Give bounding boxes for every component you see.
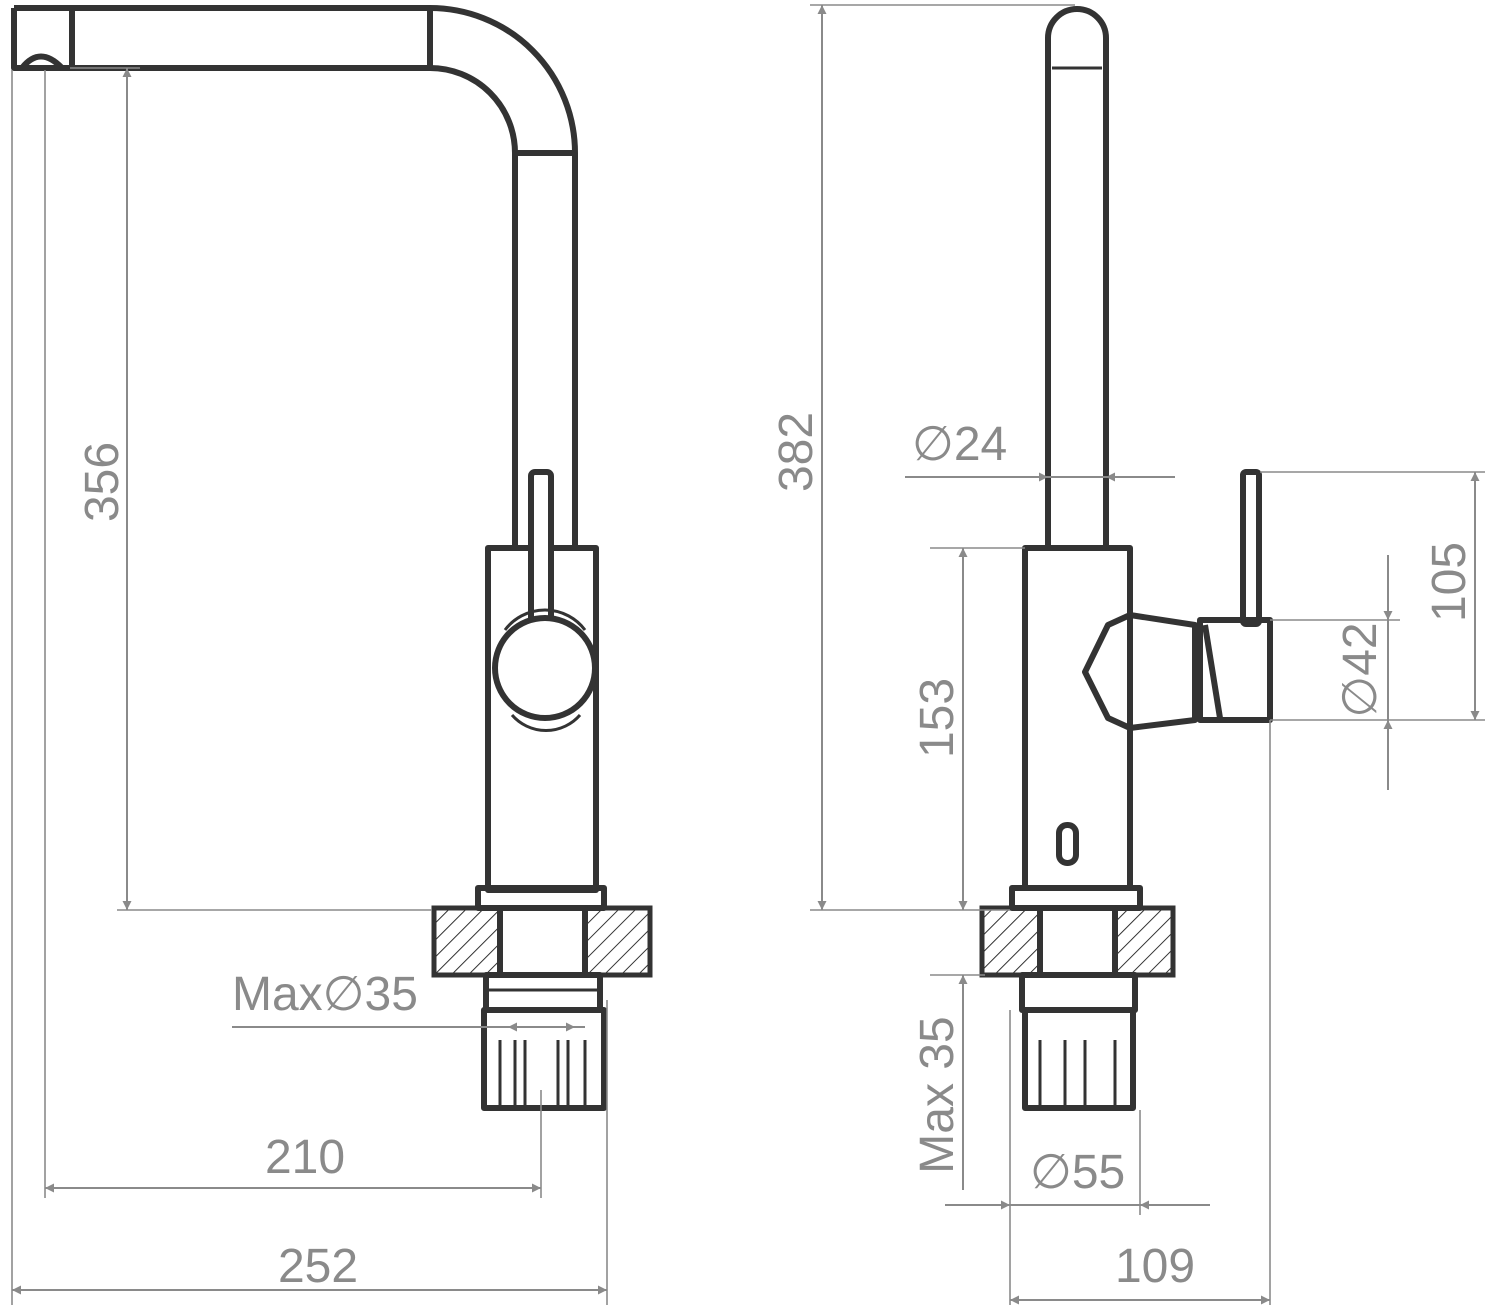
dim-109: 109 <box>1115 1240 1195 1293</box>
side-dimensions: 382 ∅24 153 Max 35 105 ∅42 ∅55 109 <box>770 4 1485 1305</box>
sensor-slot <box>1056 822 1079 866</box>
dim-356: 356 <box>76 442 129 522</box>
dim-55-diameter: ∅55 <box>1030 1146 1125 1199</box>
handle <box>492 615 598 721</box>
dim-153: 153 <box>911 678 964 758</box>
dim-210: 210 <box>265 1131 345 1184</box>
dim-max-35-diameter: Max∅35 <box>232 968 418 1021</box>
lever <box>528 469 554 625</box>
dim-42-diameter: ∅42 <box>1334 622 1387 717</box>
spout <box>11 5 578 548</box>
shank <box>481 1007 607 1111</box>
side-view <box>979 6 1273 1111</box>
dim-252: 252 <box>278 1240 358 1293</box>
front-dimensions: 356 210 252 Max∅35 <box>11 67 608 1305</box>
side-spout <box>1045 6 1109 548</box>
dim-24-diameter: ∅24 <box>912 418 1007 471</box>
front-view <box>11 5 653 1111</box>
side-handle <box>1197 617 1273 723</box>
dim-382: 382 <box>770 412 823 492</box>
side-lever <box>1240 469 1262 627</box>
dim-max-35: Max 35 <box>911 1016 964 1173</box>
dim-105: 105 <box>1423 542 1476 622</box>
